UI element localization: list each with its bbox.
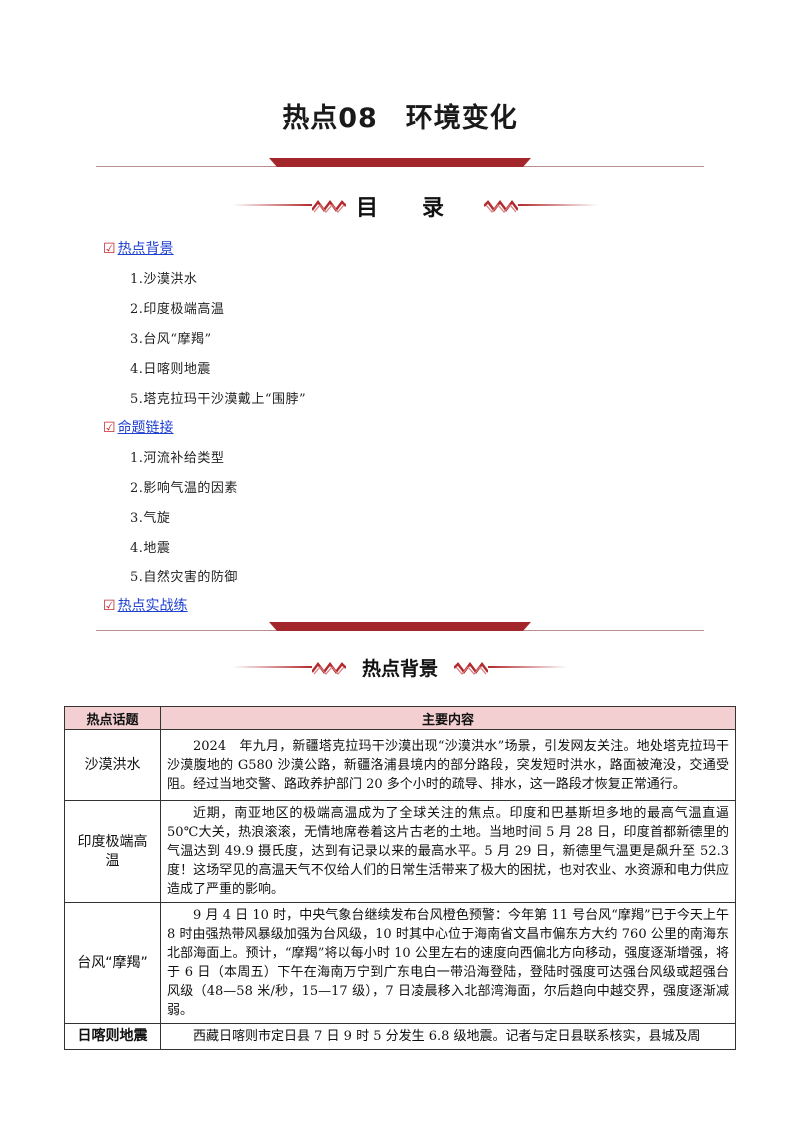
toc-item[interactable]: 1.沙漠洪水: [130, 272, 198, 287]
checkbox-checked-icon: ☑: [103, 241, 116, 257]
ornament-right-icon: [484, 200, 518, 213]
table-cell-content: 2024 年九月，新疆塔克拉玛干沙漠出现“沙漠洪水”场景，引发网友关注。地处塔克…: [160, 729, 736, 801]
hot-topics-table: 热点话题 主要内容 沙漠洪水 2024 年九月，新疆塔克拉玛干沙漠出现“沙漠洪水…: [64, 706, 736, 1050]
table-cell-topic: 日喀则地震: [64, 1023, 161, 1050]
toc-item[interactable]: 4.日喀则地震: [130, 362, 211, 377]
toc-link[interactable]: 命题链接: [117, 420, 174, 436]
toc-item[interactable]: 2.影响气温的因素: [130, 481, 238, 496]
toc-divider: [96, 622, 704, 634]
toc-heading: 目 录: [355, 196, 444, 221]
toc-link[interactable]: 热点背景: [117, 241, 174, 257]
toc-group-practice[interactable]: ☑热点实战练: [103, 595, 188, 615]
toc-item[interactable]: 5.塔克拉玛干沙漠戴上“围脖”: [130, 392, 307, 407]
section-heading-banner: 热点背景: [0, 652, 800, 682]
ornament-left-icon: [312, 662, 346, 675]
table-cell-topic: 沙漠洪水: [64, 729, 161, 801]
table-header-row: 热点话题 主要内容: [64, 706, 736, 730]
table-header-content: 主要内容: [160, 706, 736, 730]
toc-item[interactable]: 3.台风“摩羯”: [130, 332, 212, 347]
table-row: 印度极端高温 近期，南亚地区的极端高温成为了全球关注的焦点。印度和巴基斯坦多地的…: [64, 800, 736, 903]
table-cell-content: 9 月 4 日 10 时，中央气象台继续发布台风橙色预警：今年第 11 号台风“…: [160, 902, 736, 1024]
table-row: 沙漠洪水 2024 年九月，新疆塔克拉玛干沙漠出现“沙漠洪水”场景，引发网友关注…: [64, 729, 736, 801]
table-cell-content: 西藏日喀则市定日县 7 日 9 时 5 分发生 6.8 级地震。记者与定日县联系…: [160, 1023, 736, 1050]
toc-item[interactable]: 1.河流补给类型: [130, 451, 225, 466]
title-divider: [96, 158, 704, 170]
page-title: 热点08 环境变化: [282, 103, 518, 134]
table-cell-topic: 印度极端高温: [64, 800, 161, 903]
ornament-right-icon: [454, 662, 488, 675]
toc-group-question-links[interactable]: ☑命题链接: [103, 417, 174, 437]
toc-group-hot-background[interactable]: ☑热点背景: [103, 238, 174, 258]
toc-item[interactable]: 5.自然灾害的防御: [130, 570, 238, 585]
toc-item[interactable]: 3.气旋: [130, 511, 171, 526]
table-header-topic: 热点话题: [64, 706, 161, 730]
table-row: 台风“摩羯” 9 月 4 日 10 时，中央气象台继续发布台风橙色预警：今年第 …: [64, 902, 736, 1024]
table-row: 日喀则地震 西藏日喀则市定日县 7 日 9 时 5 分发生 6.8 级地震。记者…: [64, 1023, 736, 1050]
checkbox-checked-icon: ☑: [103, 598, 116, 614]
ornament-left-icon: [312, 200, 346, 213]
toc-item[interactable]: 2.印度极端高温: [130, 302, 225, 317]
toc-heading-banner: 目 录: [0, 190, 800, 221]
table-cell-content: 近期，南亚地区的极端高温成为了全球关注的焦点。印度和巴基斯坦多地的最高气温直逼 …: [160, 800, 736, 903]
table-cell-topic: 台风“摩羯”: [64, 902, 161, 1024]
section-heading: 热点背景: [361, 658, 438, 680]
toc-item[interactable]: 4.地震: [130, 541, 171, 556]
checkbox-checked-icon: ☑: [103, 420, 116, 436]
toc-link[interactable]: 热点实战练: [117, 598, 188, 614]
